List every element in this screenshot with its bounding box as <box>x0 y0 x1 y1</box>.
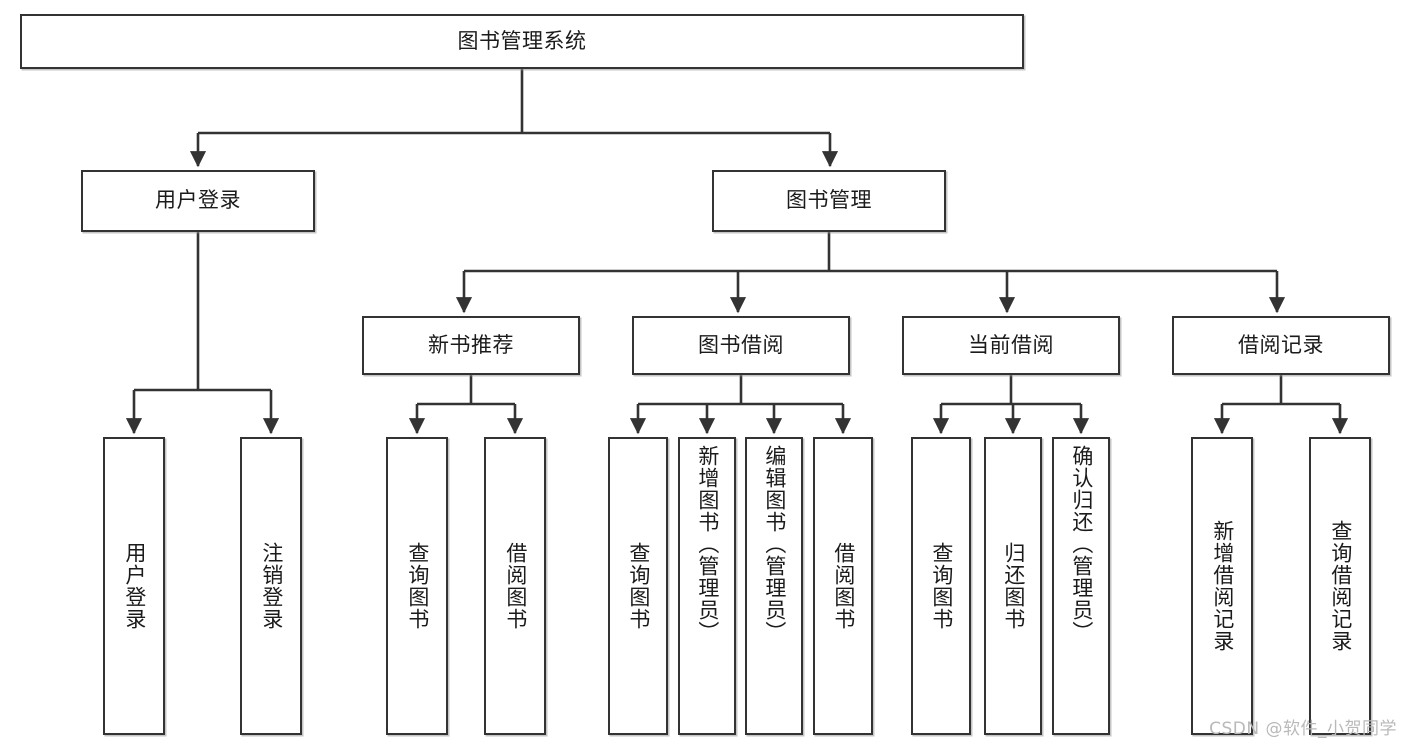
node-new-book-recommend[interactable]: 新书推荐 <box>362 316 580 375</box>
leaf-query-book-current[interactable]: 查询图书 <box>911 437 971 735</box>
node-label: 查询图书 <box>929 542 954 630</box>
leaf-query-book-borrow[interactable]: 查询图书 <box>608 437 668 735</box>
leaf-add-borrow-record[interactable]: 新增借阅记录 <box>1191 437 1253 735</box>
node-label: 查询借阅记录 <box>1328 520 1353 652</box>
leaf-user-logout[interactable]: 注销登录 <box>240 437 302 735</box>
node-label: 新书推荐 <box>428 332 514 357</box>
csdn-watermark: CSDN @软件_小贺同学 <box>1209 719 1397 739</box>
leaf-borrow-book[interactable]: 借阅图书 <box>813 437 873 735</box>
node-label: 借阅图书 <box>831 542 856 630</box>
node-label: 当前借阅 <box>968 332 1054 357</box>
leaf-borrow-book-newbook[interactable]: 借阅图书 <box>484 437 546 735</box>
node-label: 新增图书（管理员） <box>695 445 720 643</box>
leaf-edit-book-admin[interactable]: 编辑图书（管理员） <box>745 437 803 735</box>
node-label: 用户登录 <box>155 188 241 213</box>
node-current-borrow[interactable]: 当前借阅 <box>902 316 1120 375</box>
node-label: 编辑图书（管理员） <box>762 445 787 643</box>
leaf-query-book-newbook[interactable]: 查询图书 <box>386 437 448 735</box>
node-label: 查询图书 <box>626 542 651 630</box>
leaf-confirm-return-admin[interactable]: 确认归还（管理员） <box>1052 437 1110 735</box>
node-book-management[interactable]: 图书管理 <box>712 170 946 232</box>
node-label: 确认归还（管理员） <box>1069 445 1094 643</box>
node-root-system[interactable]: 图书管理系统 <box>20 14 1024 69</box>
node-label: 查询图书 <box>405 542 430 630</box>
node-label: 注销登录 <box>259 542 284 630</box>
leaf-add-book-admin[interactable]: 新增图书（管理员） <box>678 437 736 735</box>
node-label: 图书借阅 <box>698 332 784 357</box>
node-user-login[interactable]: 用户登录 <box>81 170 315 232</box>
node-label: 图书管理系统 <box>457 28 587 53</box>
node-borrow-records[interactable]: 借阅记录 <box>1172 316 1390 375</box>
node-label: 新增借阅记录 <box>1210 520 1235 652</box>
node-label: 借阅记录 <box>1238 332 1324 357</box>
node-label: 归还图书 <box>1001 542 1026 630</box>
leaf-user-login[interactable]: 用户登录 <box>103 437 165 735</box>
node-book-borrow[interactable]: 图书借阅 <box>632 316 850 375</box>
leaf-return-book[interactable]: 归还图书 <box>984 437 1042 735</box>
node-label: 图书管理 <box>786 188 872 213</box>
node-label: 用户登录 <box>122 542 147 630</box>
leaf-query-borrow-record[interactable]: 查询借阅记录 <box>1309 437 1371 735</box>
node-label: 借阅图书 <box>503 542 528 630</box>
